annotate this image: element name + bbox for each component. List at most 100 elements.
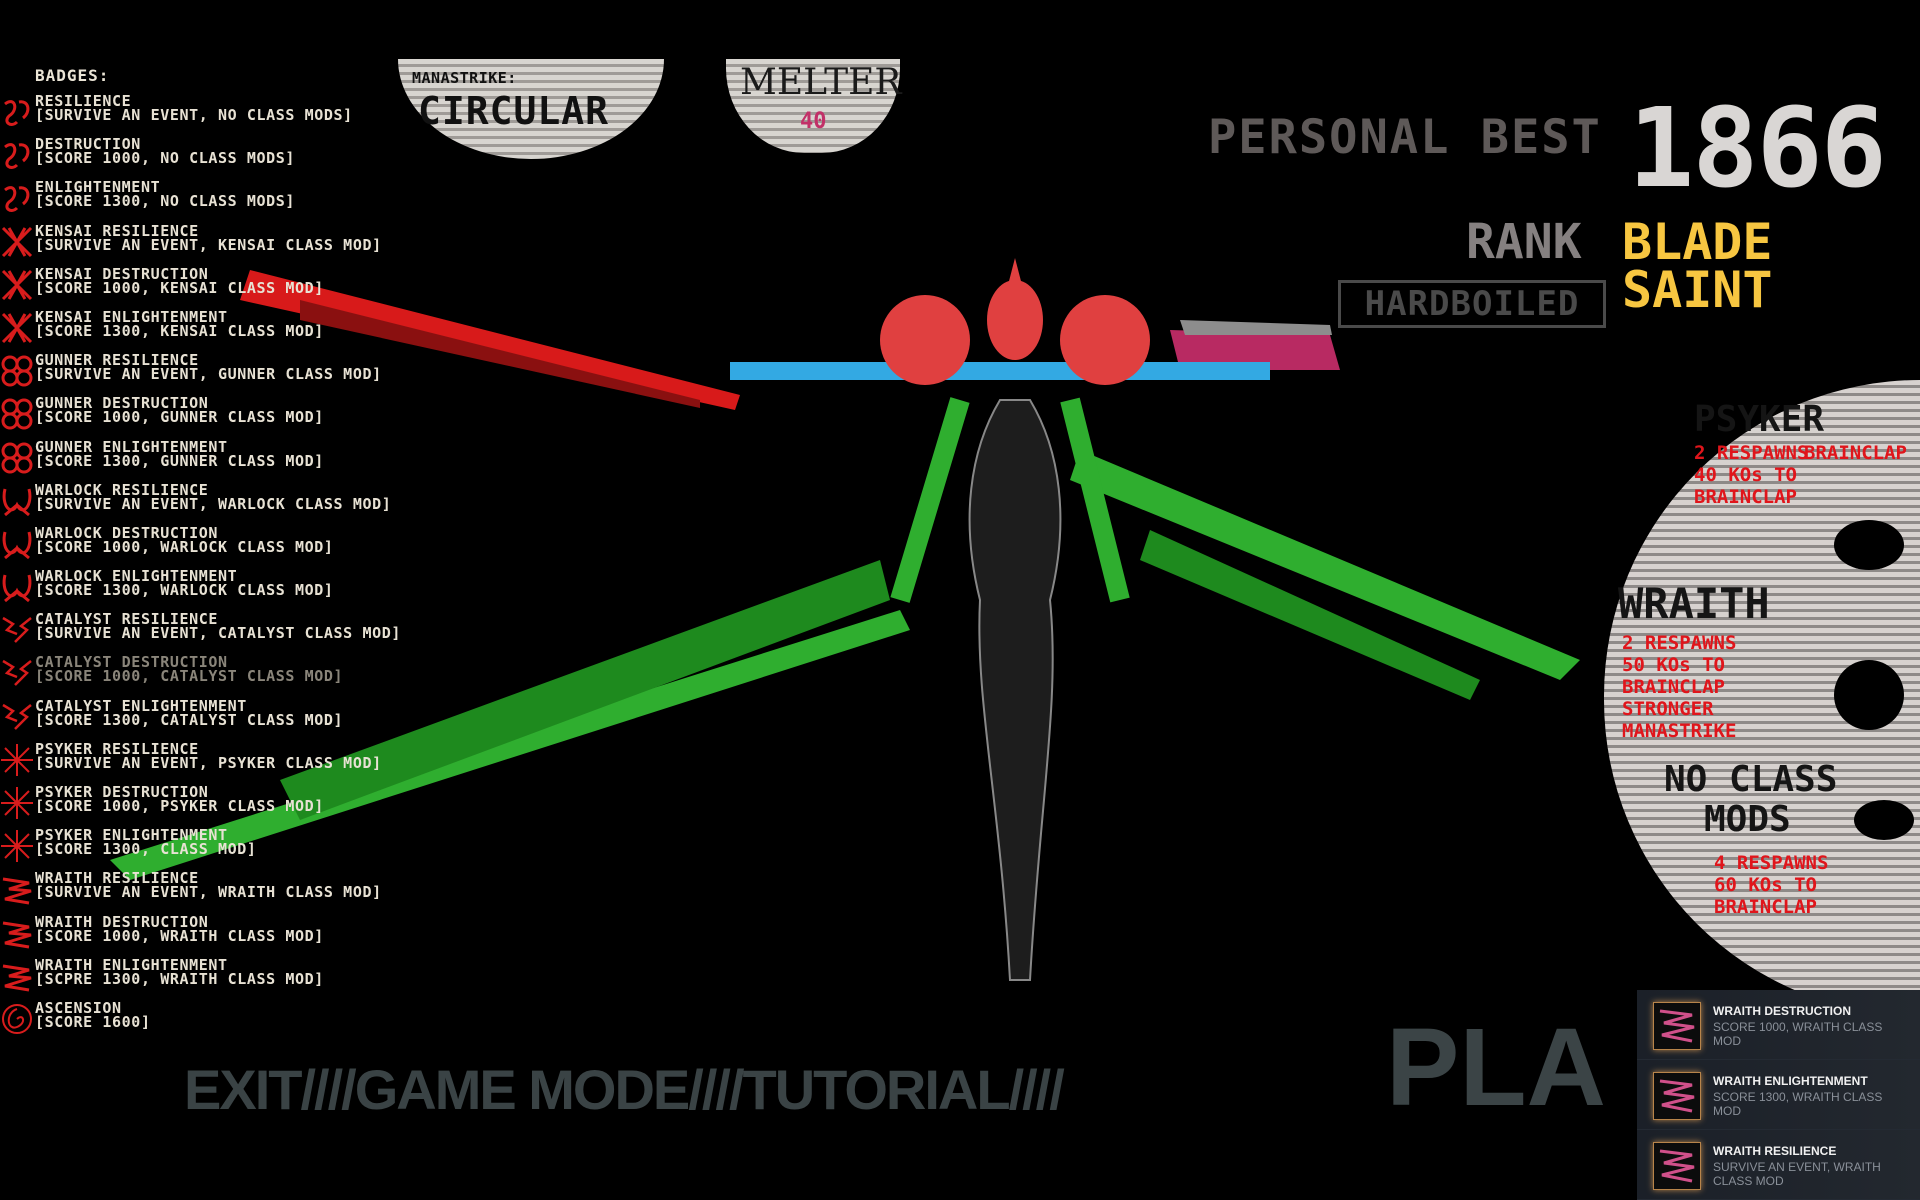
badge-title: Kensai Destruction: [35, 264, 209, 283]
achievement-notification[interactable]: WRAITH DESTRUCTION SCORE 1000, WRAITH CLA…: [1637, 990, 1920, 1060]
psyker-title[interactable]: PSYKER: [1694, 399, 1825, 440]
no-mods-details: 4 RESPAWNS 60 KOs TO BRAINCLAP: [1714, 852, 1828, 918]
notification-description: SURVIVE AN EVENT, WRAITH CLASS MOD: [1713, 1160, 1881, 1188]
badge-cross-icon: [1, 226, 33, 257]
badge-title: Psyker Destruction: [35, 783, 209, 801]
badge-star-icon: [1, 743, 33, 776]
badge-title: Gunner Enlightenment: [35, 437, 228, 456]
badges-heading: BADGES:: [35, 66, 110, 85]
badge-row: Catalyst Destruction[Score 1000, Catalys…: [0, 655, 400, 698]
badge-row: Warlock Destruction[Score 1000, Warlock …: [0, 525, 400, 569]
badge-row: Enlightenment[Score 1300, no class mods]: [0, 180, 400, 223]
menu-play[interactable]: PLA: [1386, 1006, 1606, 1129]
pink-gun-icon: [1170, 320, 1340, 370]
wheel-edge-text: BRAINCLAP: [1804, 442, 1907, 464]
badge-zig-icon: [2, 964, 32, 992]
wraith-line: STRONGER: [1622, 698, 1714, 720]
badge-row: Wraith Enlightenment[Scpre 1300, Wraith …: [0, 957, 400, 1001]
achievement-notifications: WRAITH DESTRUCTION SCORE 1000, WRAITH CLA…: [1637, 990, 1920, 1200]
psyker-details: 2 RESPAWNS 40 KOs TO BRAINCLAP: [1694, 442, 1808, 508]
badge-description: [Score 1600]: [35, 1012, 151, 1031]
badge-title: Destruction: [35, 135, 141, 154]
badge-loop-icon: [2, 488, 32, 516]
badge-row: Gunner Enlightenment[Score 1300, Gunner …: [0, 437, 400, 483]
badge-row: Kensai Destruction[Score 1000, Kensai cl…: [0, 264, 400, 310]
class-wheel[interactable]: PSYKER 2 RESPAWNS 40 KOs TO BRAINCLAP BR…: [1604, 380, 1920, 1016]
badge-description: [Score 1000, no class mods]: [35, 149, 296, 168]
green-weapon-left-icon: [110, 560, 910, 880]
badge-title: Kensai Resilience: [35, 221, 199, 240]
menu-tutorial[interactable]: TUTORIAL: [742, 1058, 1011, 1121]
badge-title: Gunner Resilience: [35, 351, 199, 370]
figure-body-icon: [880, 258, 1150, 981]
badge-description: [Scpre 1300, Wraith class mod]: [35, 969, 324, 988]
badge-row: Catalyst Enlightenment[Score 1300, Catal…: [0, 696, 400, 742]
main-menu: EXIT////GAME MODE////TUTORIAL////: [184, 1058, 1065, 1122]
badge-cross-icon: [1, 312, 33, 343]
no-mods-title-line: MODS: [1704, 799, 1791, 840]
melter-selector[interactable]: MELTER 40: [726, 59, 902, 153]
no-mods-line: BRAINCLAP: [1714, 896, 1817, 918]
melter-number: 40: [800, 109, 827, 134]
badge-description: [Survive an event, Wraith class mod]: [35, 883, 382, 902]
badge-description: [Score 1300, Kensai class mod]: [35, 321, 324, 340]
badge-description: [Score 1000, Wraith class mod]: [35, 926, 324, 945]
badge-description: [Survive an event, Psyker class mod]: [35, 753, 382, 772]
no-mods-line: 4 RESPAWNS: [1714, 852, 1829, 874]
badge-title: Kensai Enlightenment: [35, 307, 228, 326]
notification-description: SCORE 1000, WRAITH CLASS MOD: [1713, 1020, 1883, 1048]
badge-title: Warlock Enlightenment: [35, 567, 238, 586]
menu-separator: ////: [300, 1058, 356, 1121]
wraith-title[interactable]: WRAITH: [1618, 579, 1770, 628]
badge-row: Wraith Resilience[Survive an event, Wrai…: [0, 871, 400, 914]
difficulty-badge[interactable]: HARDBOILED: [1338, 280, 1606, 328]
blue-arms-icon: [730, 362, 1270, 380]
badge-row: Gunner Destruction[Score 1000, Gunner cl…: [0, 396, 400, 439]
badge-row: Catalyst Resilience[Survive an event, Ca…: [0, 612, 400, 655]
wraith-line: 2 RESPAWNS: [1622, 632, 1737, 654]
wraith-badge-icon: [1653, 1142, 1701, 1190]
notification-title: WRAITH DESTRUCTION: [1713, 1004, 1851, 1018]
wheel-hole: [1854, 800, 1914, 840]
badge-row: Psyker Destruction[Score 1000, Psyker cl…: [0, 785, 400, 828]
badge-description: [Score 1300, Catalyst class mod]: [35, 710, 344, 729]
badge-title: Wraith Resilience: [35, 869, 199, 888]
badge-loop-icon: [2, 531, 32, 560]
badge-description: [Score 1000, Warlock class mod]: [35, 537, 334, 556]
menu-exit[interactable]: EXIT: [184, 1058, 302, 1121]
badge-bolt-icon: [2, 703, 32, 730]
badge-row: Psyker Enlightenment[Score 1300, class m…: [0, 828, 400, 871]
badge-description: [Score 1000, Psyker class mod]: [35, 797, 324, 815]
psyker-line: BRAINCLAP: [1694, 486, 1797, 508]
badge-star-icon: [1, 787, 33, 819]
no-mods-title[interactable]: NO CLASS MODS: [1664, 760, 1837, 840]
badge-title: Enlightenment: [35, 178, 161, 197]
badge-swirl-icon: [4, 186, 30, 213]
badge-description: [Score 1300, Warlock class mod]: [35, 581, 334, 600]
wraith-badge-icon: [1653, 1072, 1701, 1120]
badge-description: [Score 1000, Gunner class mod]: [35, 408, 324, 427]
badge-row: Resilience[Survive an event, no class mo…: [0, 94, 400, 137]
badge-title: Warlock Resilience: [35, 480, 209, 499]
manastrike-label: MANASTRIKE:: [412, 69, 517, 87]
red-sword-icon: [240, 270, 740, 410]
badge-title: Resilience: [35, 92, 132, 110]
no-mods-line: 60 KOs TO: [1714, 874, 1817, 896]
badge-title: Catalyst Enlightenment: [35, 696, 247, 715]
badge-zig-icon: [2, 921, 32, 949]
badge-row: Kensai Enlightenment[Score 1300, Kensai …: [0, 307, 400, 353]
personal-best-label: PERSONAL BEST: [1208, 110, 1602, 165]
badge-loop-icon: [2, 574, 32, 603]
badge-title: Catalyst Resilience: [35, 610, 218, 629]
notification-description: SCORE 1300, WRAITH CLASS MOD: [1713, 1090, 1883, 1118]
menu-game-mode[interactable]: GAME MODE: [354, 1058, 691, 1121]
badge-description: [Score 1000, Kensai class mod]: [35, 278, 324, 297]
badge-zig-icon: [2, 877, 32, 905]
wraith-details: 2 RESPAWNS 50 KOs TO BRAINCLAP STRONGER …: [1622, 632, 1736, 742]
badge-rings-icon: [1, 442, 33, 473]
psyker-line: 40 KOs TO: [1694, 464, 1797, 486]
badge-row: Warlock Resilience[Survive an event, War…: [0, 480, 400, 526]
